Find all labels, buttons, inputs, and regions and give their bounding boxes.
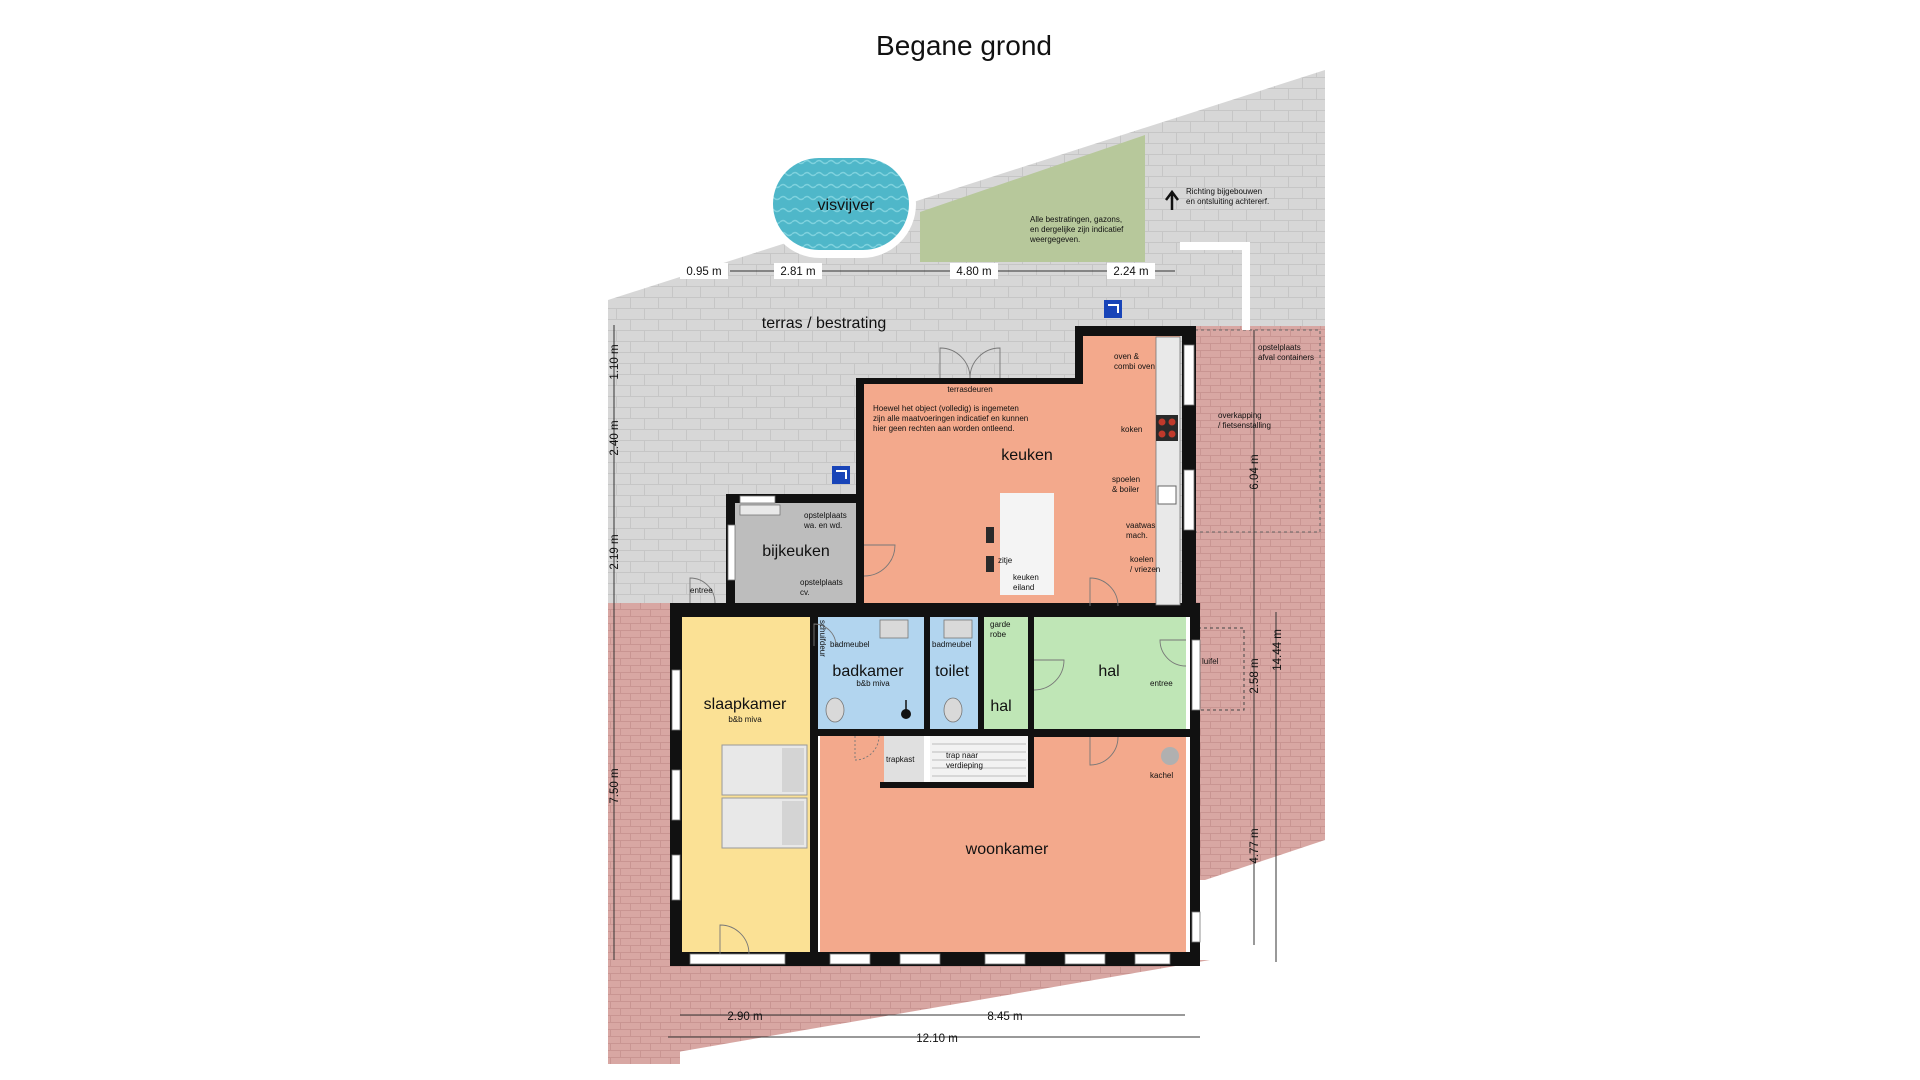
opstel-wa-label-2: wa. en wd. — [803, 521, 842, 530]
toilet-bowl-2 — [943, 697, 963, 723]
lawn-area — [920, 135, 1145, 262]
badkamer-sub-label: b&b miva — [856, 679, 890, 688]
tap-icon-1 — [1104, 300, 1122, 318]
trapkast-label: trapkast — [886, 755, 915, 764]
koken-label: koken — [1121, 425, 1142, 434]
trapkast-area — [884, 736, 924, 782]
oven-label-1: oven & — [1114, 352, 1140, 361]
opstel-wa-label-1: opstelplaats — [804, 511, 847, 520]
luifel-label: luifel — [1202, 657, 1219, 666]
dim-top-1: 0.95 m — [686, 266, 721, 278]
hal-small-label: hal — [990, 698, 1011, 715]
garden-path — [1180, 242, 1250, 330]
dim-top-3: 4.80 m — [956, 266, 991, 278]
kachel-label: kachel — [1150, 771, 1173, 780]
dim-right-1: 6.04 m — [1249, 454, 1261, 489]
keuken-label: keuken — [1001, 447, 1053, 464]
dim-right-total: 14.44 m — [1272, 629, 1284, 671]
koelen-label-1: koelen — [1130, 555, 1154, 564]
hal-label: hal — [1098, 663, 1119, 680]
trap-label-2: verdieping — [946, 761, 983, 770]
dim-right-2: 2.58 m — [1249, 658, 1261, 693]
kachel-icon — [1161, 747, 1179, 765]
dim-bottom-2: 8.45 m — [987, 1011, 1022, 1023]
opstel-afval-label-2: afval containers — [1258, 353, 1314, 362]
vaatwas-label-2: mach. — [1126, 531, 1148, 540]
garderobe-label-2: robe — [990, 630, 1007, 639]
dim-bottom-total: 12.10 m — [916, 1033, 958, 1045]
page-title: Begane grond — [876, 30, 1052, 61]
disclaimer-1: Hoewel het object (volledig) is ingemete… — [873, 404, 1019, 413]
garderobe-label-1: garde — [990, 620, 1011, 629]
richting-note-1: Richting bijgebouwen — [1186, 187, 1262, 196]
schuifdeur-label: schuifdeur — [818, 620, 827, 657]
spoelen-label-2: & boiler — [1112, 485, 1139, 494]
badmeubel-2 — [943, 619, 973, 639]
slaapkamer-sub-label: b&b miva — [728, 715, 762, 724]
dim-right-3: 4.77 m — [1249, 828, 1261, 863]
zitje-label: zitje — [998, 556, 1013, 565]
bijkeuken-room — [735, 502, 862, 606]
bestrating-note-1: Alle bestratingen, gazons, — [1030, 215, 1122, 224]
dim-top-2: 2.81 m — [780, 266, 815, 278]
keukeneiland-label-2: eiland — [1013, 583, 1034, 592]
woonkamer-label: woonkamer — [965, 841, 1049, 858]
disclaimer-3: hier geen rechten aan worden ontleend. — [873, 424, 1014, 433]
badkamer-label: badkamer — [832, 663, 904, 680]
brick-paving-bottom — [608, 960, 1210, 1064]
bestrating-note-2: en dergelijke zijn indicatief — [1030, 225, 1124, 234]
vaatwas-label-1: vaatwas — [1126, 521, 1155, 530]
visvijver-label: visvijver — [818, 197, 876, 214]
stove-icon — [1156, 415, 1178, 441]
brick-paving-left — [608, 603, 680, 1064]
badmeubel-label-1: badmeubel — [830, 640, 870, 649]
fixtures — [721, 189, 1181, 849]
spoelen-label-1: spoelen — [1112, 475, 1140, 484]
luifel-outline — [1191, 627, 1245, 711]
dim-left-2: 2.40 m — [609, 420, 621, 455]
entree-left-label: entree — [690, 586, 713, 595]
terrasdeuren-label: terrasdeuren — [947, 385, 992, 394]
dimension-labels — [680, 263, 1155, 279]
keukeneiland-label-1: keuken — [1013, 573, 1039, 582]
arrow-up-icon — [1165, 189, 1179, 210]
slaapkamer-label: slaapkamer — [704, 696, 787, 713]
pond-water — [773, 158, 909, 250]
opstel-cv-label-1: opstelplaats — [800, 578, 843, 587]
doors — [689, 347, 1187, 955]
terras-label: terras / bestrating — [762, 315, 887, 332]
dim-top-4: 2.24 m — [1113, 266, 1148, 278]
hal-room — [1034, 617, 1186, 729]
dim-left-1: 1.10 m — [609, 344, 621, 379]
disclaimer-2: zijn alle maatvoeringen indicatief en ku… — [873, 414, 1028, 423]
kitchen-island — [1000, 493, 1054, 595]
toilet-label: toilet — [935, 663, 969, 680]
entree-right-label: entree — [1150, 679, 1173, 688]
bestrating-note-3: weergegeven. — [1029, 235, 1080, 244]
windows — [671, 344, 1201, 965]
bijkeuken-label: bijkeuken — [762, 543, 830, 560]
woonkamer-room — [820, 736, 1186, 954]
tap-icon-2 — [832, 466, 850, 484]
badmeubel-1 — [879, 619, 909, 639]
overkapping-label-1: overkapping — [1218, 411, 1262, 420]
badmeubel-label-2: badmeubel — [932, 640, 972, 649]
keuken-room — [862, 332, 1180, 606]
dim-bottom-1: 2.90 m — [727, 1011, 762, 1023]
richting-note-2: en ontsluiting achtererf. — [1186, 197, 1269, 206]
brick-paving-right — [1190, 326, 1325, 880]
sink-icon — [1157, 485, 1177, 505]
trap-area — [930, 736, 1028, 782]
dim-left-4: 7.50 m — [609, 768, 621, 803]
dim-left-3: 2.19 m — [609, 534, 621, 569]
trap-label-1: trap naar — [946, 751, 978, 760]
opstel-cv-label-2: cv. — [800, 588, 810, 597]
toilet-bowl-1 — [825, 697, 845, 723]
stair-steps — [932, 743, 1026, 777]
opstel-afval-label-1: opstelplaats — [1258, 343, 1301, 352]
overkapping-label-2: / fietsenstalling — [1218, 421, 1271, 430]
koelen-label-2: / vriezen — [1130, 565, 1160, 574]
oven-label-2: combi oven — [1114, 362, 1155, 371]
